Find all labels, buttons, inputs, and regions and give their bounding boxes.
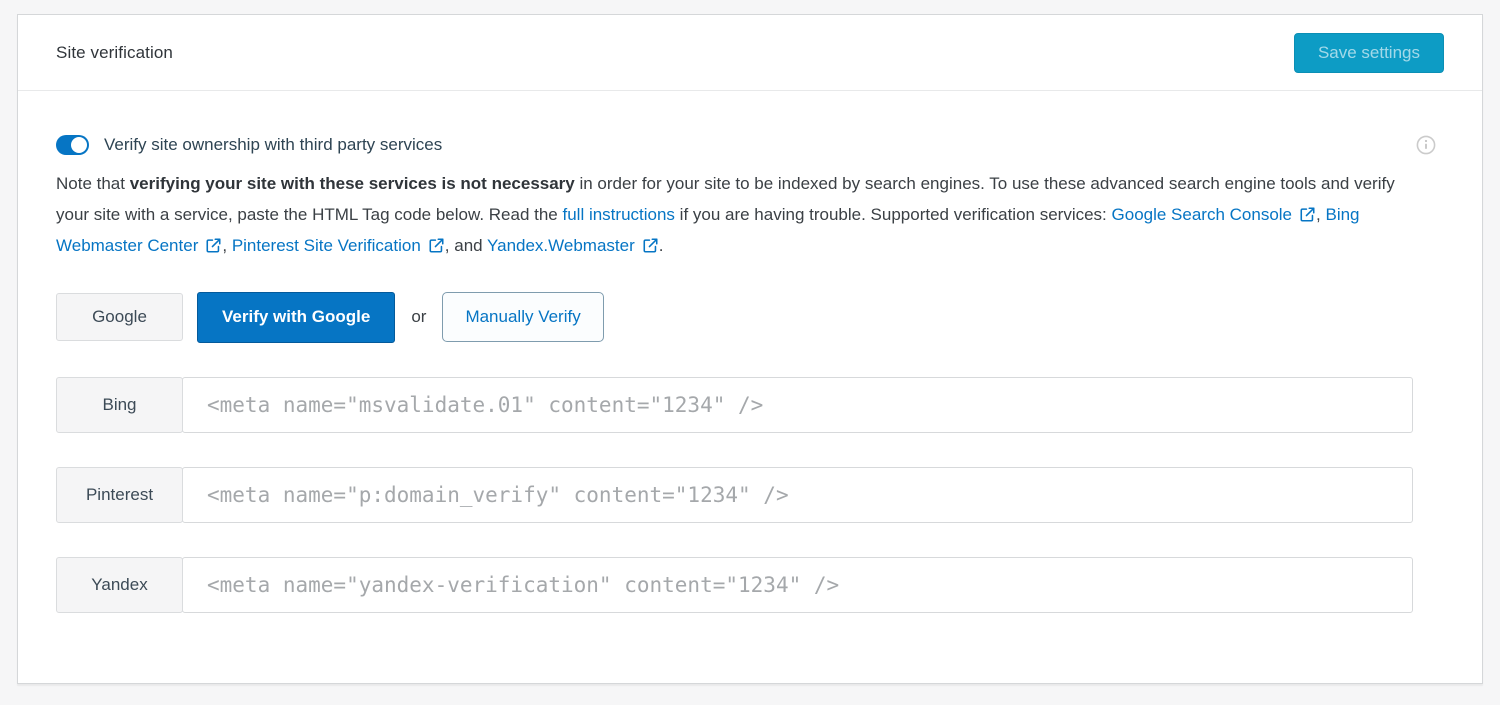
google-service-label: Google: [56, 293, 183, 341]
yandex-service-label: Yandex: [56, 557, 183, 613]
card-body: Verify site ownership with third party s…: [18, 91, 1482, 613]
google-verification-row: Google Verify with Google or Manually Ve…: [56, 291, 1444, 343]
toggle-row: Verify site ownership with third party s…: [56, 135, 1444, 155]
bing-verification-input[interactable]: [182, 377, 1413, 433]
save-settings-button[interactable]: Save settings: [1293, 32, 1444, 73]
pinterest-verification-input[interactable]: [182, 467, 1413, 523]
site-verification-card: Site verification Save settings Verify s…: [17, 14, 1483, 684]
separator: ,: [1316, 205, 1326, 224]
verify-with-google-button[interactable]: Verify with Google: [197, 291, 396, 343]
description-text: Note that verifying your site with these…: [56, 168, 1408, 261]
toggle-label: Verify site ownership with third party s…: [104, 135, 443, 154]
toggle-switch[interactable]: [56, 135, 89, 155]
card-header: Site verification Save settings: [18, 15, 1482, 91]
description-part2: in order for your site to be indexed by …: [56, 174, 1395, 224]
toggle-knob: [71, 137, 87, 153]
manually-verify-button[interactable]: Manually Verify: [442, 292, 604, 342]
yandex-webmaster-link[interactable]: Yandex.Webmaster: [487, 236, 635, 255]
pinterest-service-label: Pinterest: [56, 467, 183, 523]
separator: ,: [222, 236, 232, 255]
or-text: or: [411, 307, 427, 326]
pinterest-verification-row: Pinterest: [56, 467, 1444, 523]
external-link-icon: [206, 238, 221, 253]
external-link-icon: [429, 238, 444, 253]
description-part3: if you are having trouble. Supported ver…: [674, 205, 1112, 224]
yandex-verification-input[interactable]: [182, 557, 1413, 613]
google-search-console-link[interactable]: Google Search Console: [1111, 205, 1293, 224]
external-link-icon: [1300, 207, 1315, 222]
pinterest-site-verification-link[interactable]: Pinterest Site Verification: [231, 236, 421, 255]
bing-verification-row: Bing: [56, 377, 1444, 433]
info-icon[interactable]: [1416, 135, 1436, 155]
full-instructions-link[interactable]: full instructions: [562, 205, 675, 224]
page-title: Site verification: [56, 42, 173, 62]
description-bold: verifying your site with these services …: [129, 174, 575, 193]
description-part1: Note that: [56, 174, 130, 193]
yandex-verification-row: Yandex: [56, 557, 1444, 613]
separator: , and: [444, 236, 488, 255]
separator: .: [658, 236, 664, 255]
external-link-icon: [643, 238, 658, 253]
bing-webmaster-center-link[interactable]: Bing Webmaster Center: [56, 205, 1360, 255]
bing-service-label: Bing: [56, 377, 183, 433]
